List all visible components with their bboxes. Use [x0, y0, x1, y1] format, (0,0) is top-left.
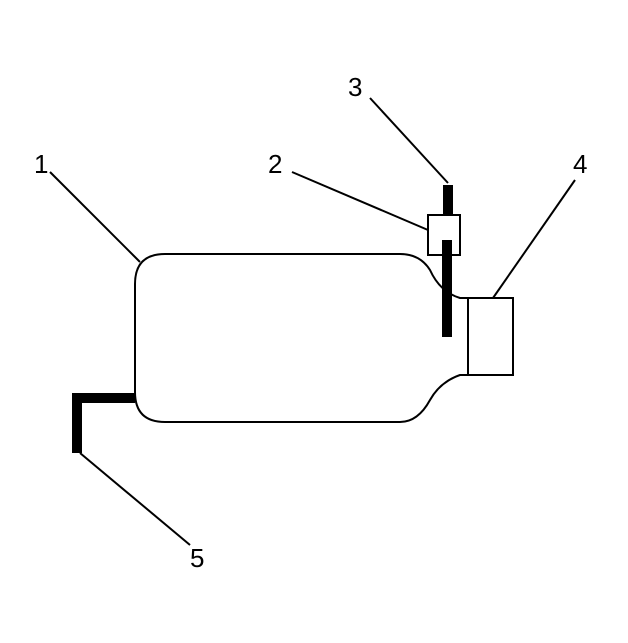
- outlet-pipe: [72, 393, 135, 453]
- callout-5: 5: [190, 543, 204, 573]
- callout-4: 4: [573, 149, 587, 179]
- callout-3: 3: [348, 72, 362, 102]
- leader-line-2: [291, 171, 429, 231]
- leader-line-3: [369, 97, 449, 184]
- cap: [467, 297, 514, 376]
- leader-line-4: [492, 179, 576, 299]
- callout-2: 2: [268, 149, 282, 179]
- leader-line-1: [49, 171, 141, 263]
- leader-line-5: [79, 452, 191, 546]
- reservoir-body: [134, 253, 469, 423]
- callout-1: 1: [34, 149, 48, 179]
